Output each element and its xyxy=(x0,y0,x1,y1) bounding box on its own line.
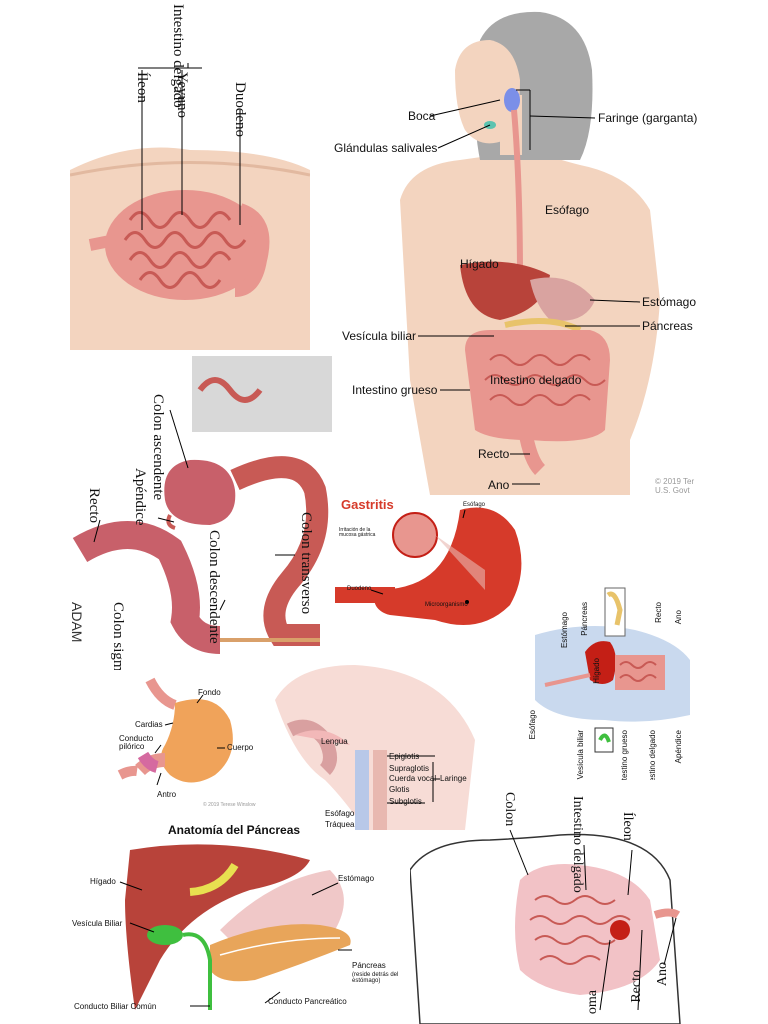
fondo-label: Fondo xyxy=(198,688,221,697)
gastritis-esofago-label: Esófago xyxy=(463,502,486,508)
cuerpo-label: Cuerpo xyxy=(227,743,254,752)
conducto-pancreatico-label: Conducto Pancreático xyxy=(268,997,347,1006)
pancreas-label: Páncreas xyxy=(352,961,386,970)
gastritis-microorganismo-label: Microorganismo xyxy=(425,602,468,608)
pancreas-label: Páncreas xyxy=(642,319,693,333)
colon-ascendente-label: Colon ascendente xyxy=(150,394,166,501)
vesicula-label: Vesícula biliar xyxy=(342,329,417,343)
side-vesicula-label: Vesícula biliar xyxy=(576,730,585,780)
duodeno-label: Duodeno xyxy=(232,82,248,137)
recto-colon-label: Recto xyxy=(86,488,102,523)
laringe-label: Laringe xyxy=(440,774,467,783)
torso-apendice-label: oma xyxy=(585,990,600,1015)
gastritis-title: Gastritis xyxy=(341,497,394,512)
copyright-line-2: U.S. Govt xyxy=(655,486,690,495)
subglotis-label: Subglotis xyxy=(389,797,422,806)
colon-descendente-label: Colon descendente xyxy=(206,530,222,644)
boca-label: Boca xyxy=(408,109,436,123)
larynx-esofago-label: Esófago xyxy=(325,809,355,818)
pancreas-estomago-label: Estómago xyxy=(338,874,375,883)
apendice-label: Apéndice xyxy=(132,468,148,526)
side-pancreas-label: Páncreas xyxy=(580,602,589,636)
stomach-illustration xyxy=(117,677,233,786)
side-esofago-label: Esófago xyxy=(528,710,537,740)
faringe-label: Faringe (garganta) xyxy=(598,111,698,125)
conducto-comun-label: Conducto Biliar Común xyxy=(74,1002,157,1011)
small-intestine-group-label: Intestino delgado xyxy=(170,4,186,108)
side-estomago-label: Estómago xyxy=(560,612,569,649)
gastritis-irritacion-label: Irritación de la mucosa gástrica xyxy=(339,527,376,538)
traquea-label: Tráquea xyxy=(325,820,355,829)
conducto-pilorico-label: Conducto pilórico xyxy=(119,734,154,751)
yeyuno-label: Yeyuno xyxy=(174,72,190,118)
colon-transverso-label: Colon transverso xyxy=(298,512,314,615)
small-intestine-panel: Intestino delgado Íleon Yeyuno Duodeno xyxy=(70,0,310,350)
glotis-label: Glotis xyxy=(389,785,410,794)
side-intestino-delgado-label: Intestino delgado xyxy=(648,730,657,780)
intestino-grueso-label: Intestino grueso xyxy=(352,383,438,397)
digestive-system-panel: Boca Glándulas salivales Faringe (gargan… xyxy=(330,0,700,495)
glandulas-label: Glándulas salivales xyxy=(334,141,438,155)
side-intestino-grueso-label: Intestino grueso xyxy=(620,730,629,780)
pancreas-note-label: (reside detrás del estómago) xyxy=(352,972,399,984)
larynx-illustration xyxy=(275,665,475,830)
higado-label: Hígado xyxy=(460,257,499,271)
pancreas-higado-label: Hígado xyxy=(90,877,116,886)
side-higado-label: Hígado xyxy=(592,658,601,684)
gastritis-illustration xyxy=(335,507,522,625)
side-recto-label: Recto xyxy=(654,602,663,623)
intestino-delgado-label: Intestino delgado xyxy=(490,373,582,387)
pancreas-illustration xyxy=(119,844,352,1010)
digestive-system-illustration xyxy=(400,11,660,495)
supraglotis-label: Supraglotis xyxy=(389,764,430,773)
torso-intestino-label: Intestino delgado xyxy=(570,796,585,893)
cuerda-vocal-label: Cuerda vocal xyxy=(389,774,437,783)
pancreas-panel: Anatomía del Páncreas Hígado Vesícula Bi… xyxy=(70,820,410,1024)
ileon-label: Íleon xyxy=(134,72,150,103)
small-intestine-illustration xyxy=(70,63,310,350)
copyright-line-1: © 2019 Ter xyxy=(655,477,695,486)
torso-ano-label: Ano xyxy=(655,962,670,987)
gastritis-panel: Gastritis Esófago Irritación de la mucos… xyxy=(335,490,535,640)
torso-ileon-label: Íleon xyxy=(620,812,635,841)
adam-logo: ADAM xyxy=(70,602,85,643)
esofago-label: Esófago xyxy=(545,203,590,217)
side-ano-label: Ano xyxy=(674,610,683,625)
pancreas-title: Anatomía del Páncreas xyxy=(168,823,301,837)
epiglotis-label: Epiglotis xyxy=(389,752,420,761)
pancreas-vesicula-label: Vesícula Biliar xyxy=(72,919,123,928)
antro-label: Antro xyxy=(157,790,177,799)
colon-sigmoides-label: Colon sigmoides xyxy=(110,602,126,670)
stomach-copyright: © 2019 Terese Winslow xyxy=(203,802,256,808)
larynx-panel: Lengua Epiglotis Supraglotis Cuerda voca… xyxy=(265,660,485,830)
torso-colon-label: Colon xyxy=(502,792,517,827)
ano-label: Ano xyxy=(488,478,510,492)
gastritis-duodeno-label: Duodeno xyxy=(347,586,372,592)
lengua-label: Lengua xyxy=(321,737,348,746)
torso-recto-label: Recto xyxy=(629,970,644,1003)
stomach-panel: Fondo Cardias Conducto pilórico Cuerpo A… xyxy=(105,675,270,820)
side-apendice-label: Apéndice xyxy=(674,730,683,764)
colon-panel: Colon ascendente Apéndice Recto Colon de… xyxy=(70,350,335,670)
recto-label: Recto xyxy=(478,447,510,461)
torso-panel: Colon Intestino delgado Íleon oma Recto … xyxy=(410,790,690,1024)
side-view-panel: Estómago Páncreas Recto Ano Esófago Híga… xyxy=(525,580,695,780)
torso-illustration xyxy=(410,829,681,1024)
estomago-label: Estómago xyxy=(642,295,697,309)
cardias-label: Cardias xyxy=(135,720,163,729)
side-view-illustration xyxy=(535,587,690,753)
colon-illustration xyxy=(72,356,332,654)
